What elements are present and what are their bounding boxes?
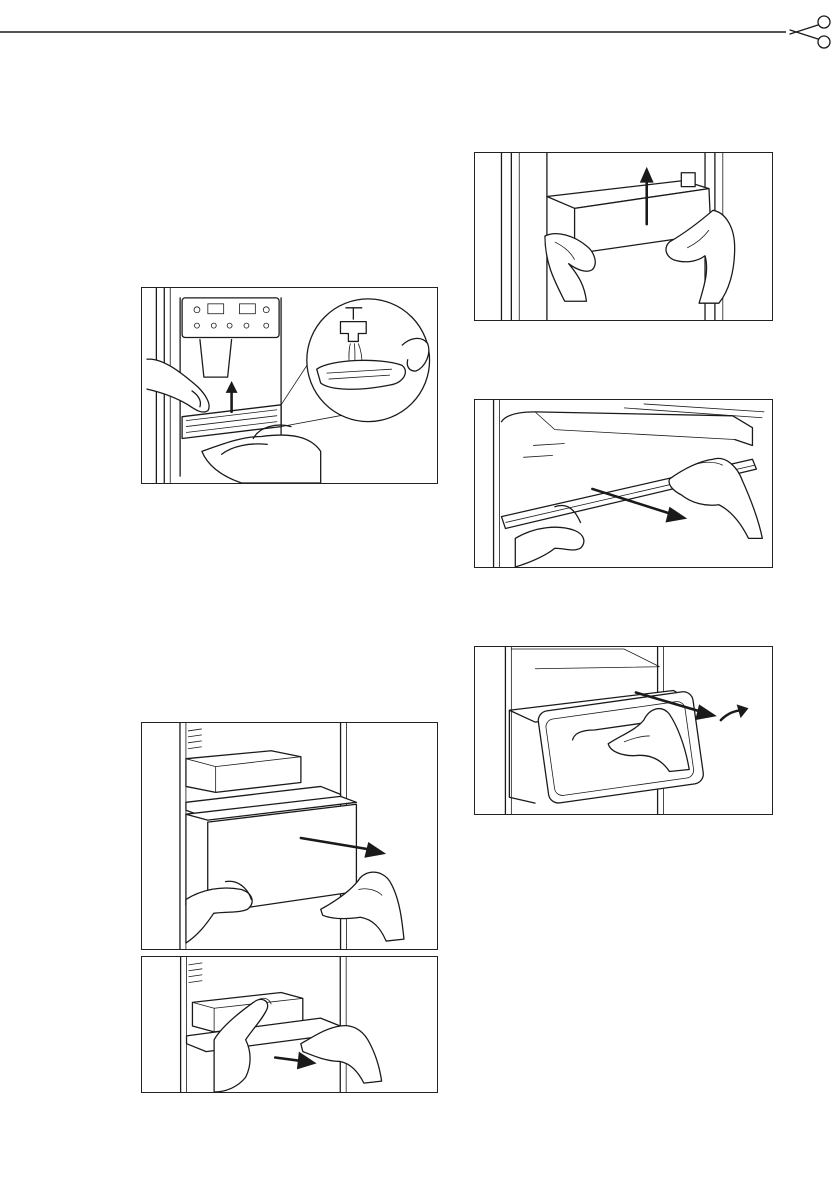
crisper-removal-illustration [141,722,438,950]
door-shelf-lift-illustration [474,152,773,321]
scissors-icon [790,16,830,48]
arrow-right-icon [364,842,386,858]
control-panel [182,298,279,338]
cut-line [0,0,839,70]
arrow-up-icon [640,167,654,183]
arrow-right-icon [665,507,687,523]
crisper-cover-removal-illustration [141,956,438,1093]
arrow-up-icon [226,381,238,393]
drawer-pull-illustration [474,646,773,815]
arrow-right-icon [695,704,717,720]
dispenser-cleaning-illustration [141,287,438,484]
glass-shelf-removal-illustration [474,399,773,568]
